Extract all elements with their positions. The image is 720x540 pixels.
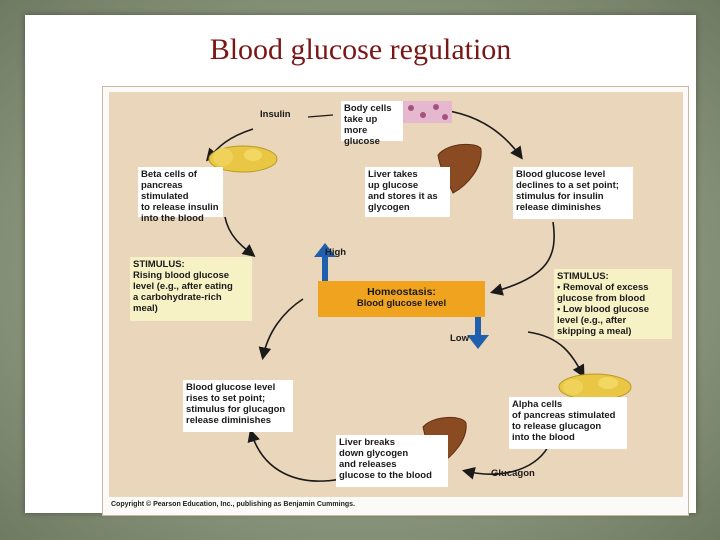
pancreas-icon [208,145,278,173]
glucose-regulation-diagram: Insulin Body cells take up more glucose … [102,86,689,516]
arrow-liver-to-rises [247,428,342,482]
rises-box: Blood glucose level rises to set point; … [183,380,293,432]
high-label: High [325,247,347,258]
homeostasis-subtitle: Blood glucose level [356,298,447,309]
liver-breaks-box: Liver breaks down glycogen and releases … [336,435,448,487]
pancreas-icon [558,373,632,401]
arrow-beta-to-stimulus [224,216,256,257]
up-arrow-icon [314,243,336,282]
homeostasis-title: Homeostasis: [367,286,436,298]
low-label: Low [450,333,469,344]
arrow-homeostasis-to-rises [258,298,304,361]
arrow-stimulus-to-alpha [527,331,585,378]
homeostasis-box: Homeostasis: Blood glucose level [318,281,485,317]
beta-cells-box: Beta cells of pancreas stimulated to rel… [138,167,223,224]
glucagon-label: Glucagon [491,468,535,479]
stimulus-right-box: STIMULUS: • Removal of excess glucose fr… [554,269,672,339]
slide: Blood glucose regulation [25,15,696,516]
body-cells-icon [402,101,452,123]
body-cells-box: Body cells take up more glucose [341,101,403,147]
stimulus-left-box: STIMULUS: Rising blood glucose level (e.… [130,257,252,321]
insulin-label: Insulin [260,109,291,120]
arrow-insulin-link [307,114,334,118]
arrow-declines-to-homeostasis [489,221,555,296]
arrow-glucagon-to-liver [461,446,549,480]
copyright-text: Copyright © Pearson Education, Inc., pub… [111,501,355,508]
slide-title: Blood glucose regulation [209,33,512,66]
declines-box: Blood glucose level declines to a set po… [513,167,633,219]
alpha-cells-box: Alpha cells of pancreas stimulated to re… [509,397,627,449]
down-arrow-icon [467,317,489,349]
liver-takes-box: Liver takes up glucose and stores it as … [365,167,450,217]
